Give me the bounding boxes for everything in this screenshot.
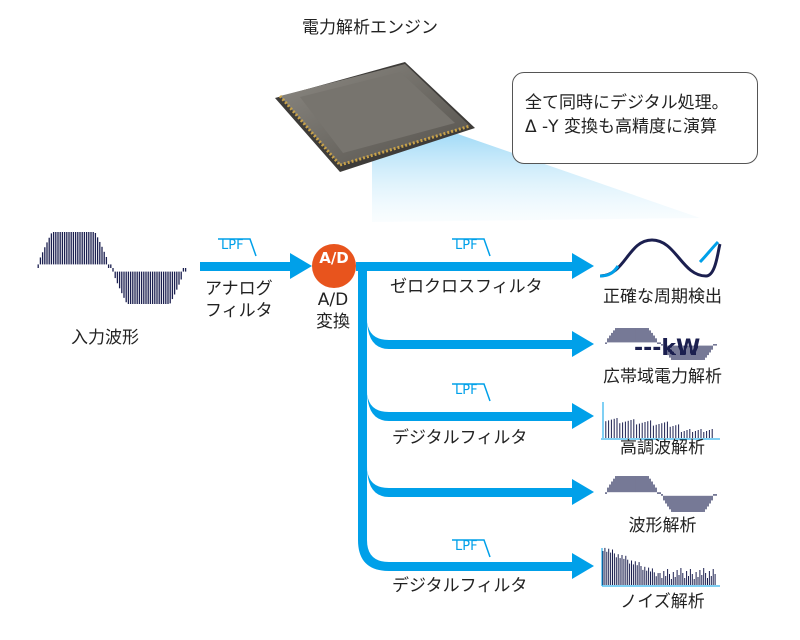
note-box: 全て同時にデジタル処理。 Δ -Y 変換も高精度に演算 [512, 72, 758, 164]
engine-title: 電力解析エンジン [302, 18, 438, 38]
lpf-label-noise: LPF [455, 539, 478, 554]
input-waveform-label: 入力波形 [71, 328, 139, 348]
kw-readout: ---kW [634, 336, 701, 361]
arrow-branch-waveform [367, 466, 574, 497]
waveform-analysis-label: 波形解析 [628, 516, 697, 536]
adc-badge-label: A/D [319, 249, 349, 267]
harmonic-analysis-label: 高調波解析 [620, 438, 705, 458]
arrow-harmonics-head [572, 403, 594, 429]
arrow-zerocross-head [572, 253, 594, 279]
input-waveform [37, 232, 187, 304]
noise-spectrum [601, 547, 720, 587]
adc-label-2: 変換 [316, 312, 350, 332]
lpf-label-harmonics: LPF [455, 383, 478, 398]
digital-filter-label-noise: デジタルフィルタ [392, 576, 528, 596]
arrow-branch-harmonics [367, 390, 574, 421]
waveform-analysis-icon [605, 476, 717, 512]
arrow-adc-to-zerocross-shaft [356, 262, 574, 271]
analog-filter-label-2: フィルタ [205, 301, 273, 321]
lpf-label-zerocross: LPF [455, 238, 478, 253]
arrows [200, 253, 594, 579]
period-detect-label: 正確な周期検出 [603, 287, 722, 307]
digital-filter-label-harmonics: デジタルフィルタ [392, 428, 528, 448]
broadband-power-label: 広帯域電力解析 [603, 367, 722, 387]
adc-label-1: A/D [317, 290, 349, 310]
chip-light-beam [372, 132, 700, 222]
noise-analysis-label: ノイズ解析 [620, 592, 705, 612]
arrow-input-to-adc-shaft [200, 262, 292, 271]
note-line-1: 全て同時にデジタル処理。 [525, 93, 729, 113]
harmonic-spectrum [601, 402, 720, 440]
zerocross-filter-label: ゼロクロスフィルタ [390, 277, 543, 297]
analog-filter-label-1: アナログ [205, 279, 273, 299]
power-waveform [605, 328, 717, 360]
arrow-noise-head [572, 553, 594, 579]
note-line-2: Δ -Y 変換も高精度に演算 [525, 117, 717, 137]
lpf-icons [218, 238, 491, 558]
sine-wave-icon [599, 238, 722, 278]
adc-badge-circle [312, 244, 356, 288]
arrow-input-to-adc-head [290, 253, 312, 279]
arrow-power-head [572, 331, 594, 357]
arrow-waveform-head [572, 479, 594, 505]
chip-image [275, 62, 475, 172]
arrow-branch-power [367, 318, 574, 349]
lpf-label-analog: LPF [221, 238, 244, 253]
